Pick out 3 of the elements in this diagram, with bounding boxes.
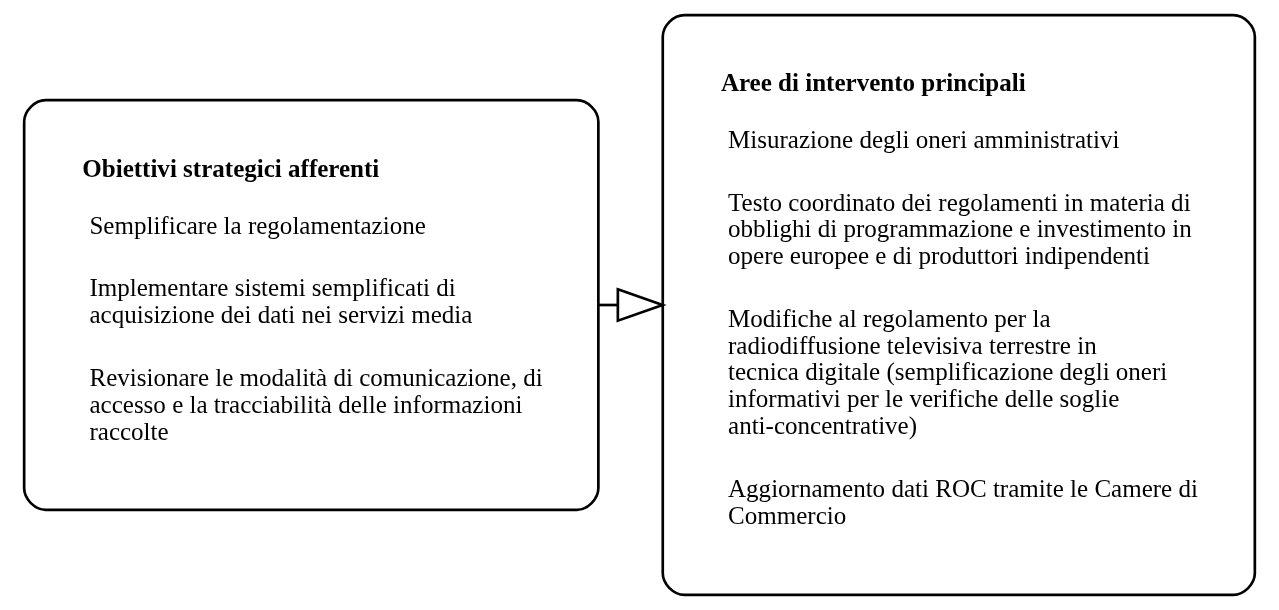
node-box: Aree di intervento principali Misurazione degli oneri amministrativi Testo coordinato dei regolamenti in materia di obblighi di programmazione e investimento in opere europee e di produttori indipendenti Modifiche al regolamento per la radiodiffusione televisiva terrestre in tecnica digitale (semplificazione degli oneri informativi per le verifiche delle soglie anti-concentrative) Aggiornamento dati ROC tramite le Camere di Commercio [661,13,1257,597]
arrow [598,287,667,323]
node-box: Obiettivi strategici afferenti Semplificare la regolamentazione Implementare sistemi semplificati di acquisizione dei dati nei servizi media Revisionare le modalità di comunicazione, di accesso e la tracciabilità delle informazioni raccolte [22,98,600,512]
